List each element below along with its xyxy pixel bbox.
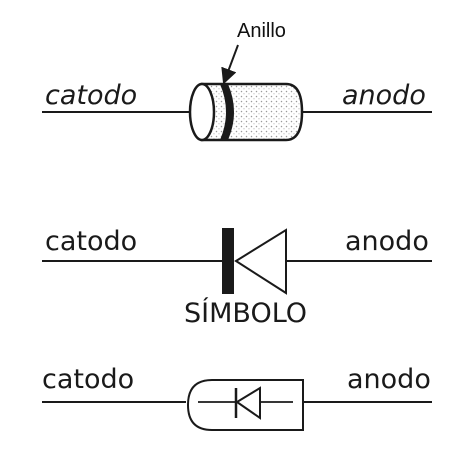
cathode-band	[220, 84, 234, 140]
cathode-bar	[222, 228, 234, 294]
ring-annotation-label: Anillo	[237, 20, 286, 42]
diode-triangle	[234, 228, 287, 295]
diode-physical: Anillo catodo anodo	[42, 20, 432, 142]
diode-symbol: catodo anodo SÍMBOLO	[42, 226, 432, 329]
anode-label: anodo	[342, 80, 426, 111]
anode-label: anodo	[347, 364, 431, 395]
inner-triangle	[235, 386, 261, 420]
diode-encapsulated: catodo anodo	[42, 364, 432, 431]
diode-body	[200, 82, 304, 142]
diode-end-cap	[188, 82, 216, 142]
anode-label: anodo	[345, 226, 429, 257]
cathode-label: catodo	[42, 364, 134, 395]
cathode-label: catodo	[45, 226, 137, 257]
cathode-label: catodo	[45, 80, 137, 111]
symbol-caption: SÍMBOLO	[184, 297, 307, 329]
ring-annotation-arrow	[221, 44, 239, 85]
